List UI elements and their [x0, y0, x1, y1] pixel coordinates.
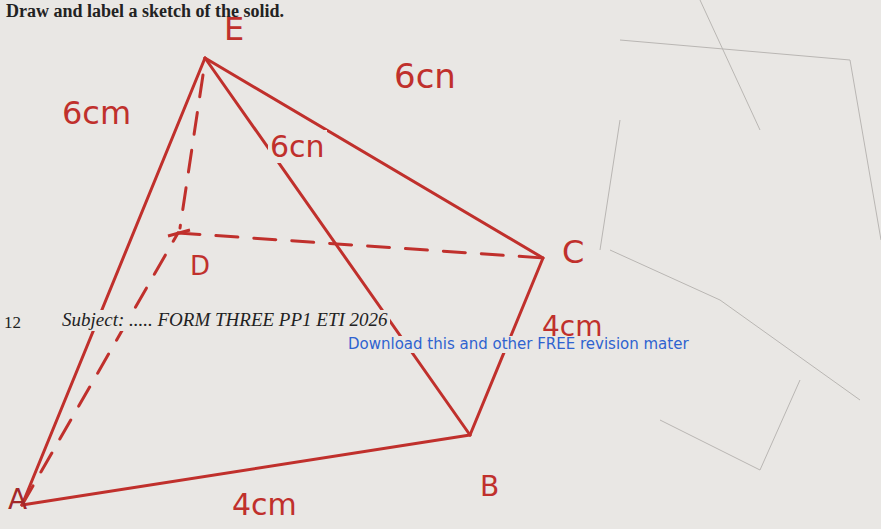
- pyramid-edges: [22, 58, 543, 505]
- page-number: 12: [2, 314, 23, 333]
- tick-mark: [168, 230, 190, 236]
- subject-header: Subject: ..... FORM THREE PP1 ETI 2026: [60, 310, 390, 331]
- vertex-label: C: [560, 235, 586, 270]
- vertex-label: A: [6, 485, 29, 516]
- watermark: Download this and other FREE revision ma…: [346, 336, 691, 353]
- hidden-edges: [22, 75, 543, 505]
- vertex-label: B: [478, 472, 501, 503]
- dimension-label: 6cn: [268, 130, 327, 163]
- dimension-label: 4cm: [230, 488, 299, 521]
- dimension-label: 6cm: [60, 96, 133, 131]
- vertex-label: E: [222, 12, 246, 47]
- vertex-label: D: [188, 252, 212, 281]
- pencil-lines: [600, 0, 881, 470]
- dimension-label: 6cn: [392, 58, 458, 95]
